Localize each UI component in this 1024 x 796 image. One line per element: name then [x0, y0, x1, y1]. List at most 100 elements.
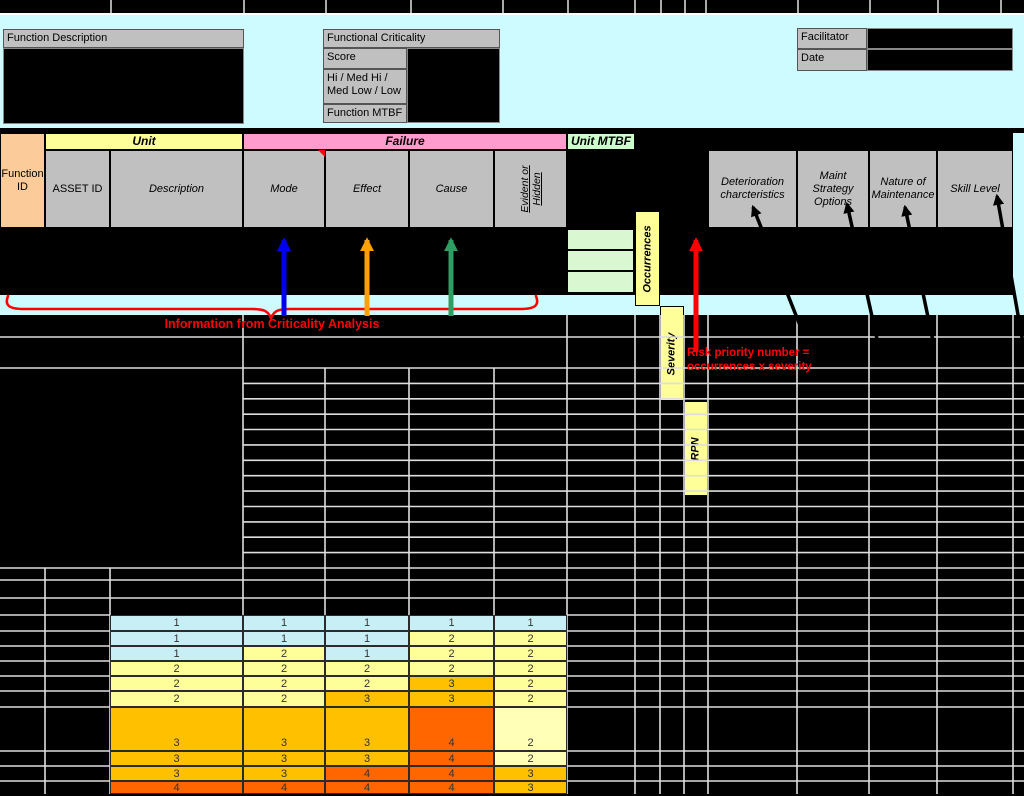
- top-strip-separator: [869, 0, 871, 13]
- risk-matrix-cell[interactable]: 1: [110, 615, 243, 631]
- risk-matrix-cell[interactable]: 3: [325, 751, 409, 766]
- top-strip-separator: [110, 0, 112, 13]
- risk-matrix-cell[interactable]: 3: [325, 691, 409, 707]
- date-label: Date: [797, 49, 867, 71]
- risk-matrix-cell[interactable]: 1: [325, 615, 409, 631]
- risk-matrix-cell[interactable]: 3: [494, 781, 567, 794]
- rpn-note-line1: Risk priority number =: [687, 347, 810, 359]
- column-header-skill-level: Skill Level: [937, 150, 1013, 228]
- column-header-asset-id: ASSET ID: [45, 150, 110, 228]
- column-header-function-id: Function ID: [0, 133, 45, 228]
- risk-matrix-cell[interactable]: 3: [494, 766, 567, 781]
- top-strip-separator: [797, 0, 799, 13]
- risk-matrix-cell[interactable]: 2: [243, 676, 325, 691]
- column-header-maint-strategy: Maint Strategy Options: [797, 150, 869, 228]
- risk-matrix-cell[interactable]: 2: [243, 646, 325, 661]
- risk-matrix-cell[interactable]: 4: [243, 781, 325, 794]
- top-strip-separator: [634, 0, 636, 13]
- top-redacted-strip: [0, 0, 1024, 13]
- risk-matrix-cell[interactable]: 2: [243, 661, 325, 676]
- risk-matrix-cell[interactable]: 2: [325, 676, 409, 691]
- function-description-label: Function Description: [3, 29, 244, 48]
- top-strip-separator: [1000, 0, 1002, 13]
- risk-matrix-cell[interactable]: 3: [409, 676, 494, 691]
- risk-matrix-cell[interactable]: 3: [243, 766, 325, 781]
- top-strip-separator: [502, 0, 504, 13]
- column-header-deterioration: Deterioration charcteristics: [708, 150, 797, 228]
- rpn-note: Risk priority number = occurrences x sev…: [687, 346, 897, 374]
- column-header-mode: Mode: [243, 150, 325, 228]
- top-strip-separator: [937, 0, 939, 13]
- top-strip-separator: [325, 0, 327, 13]
- risk-matrix-cell[interactable]: 3: [110, 751, 243, 766]
- risk-matrix-cell[interactable]: 2: [243, 691, 325, 707]
- top-strip-separator: [660, 0, 662, 13]
- risk-matrix-cell[interactable]: 2: [110, 691, 243, 707]
- risk-matrix-cell[interactable]: 4: [325, 766, 409, 781]
- column-header-severity: Severity: [660, 306, 684, 401]
- risk-matrix-cell[interactable]: 2: [409, 661, 494, 676]
- functional-criticality-value[interactable]: [407, 48, 500, 123]
- risk-matrix-cell[interactable]: 1: [243, 631, 325, 646]
- risk-matrix-cell[interactable]: 1: [494, 615, 567, 631]
- risk-matrix-cell[interactable]: 3: [243, 707, 325, 751]
- function-mtbf-label: Function MTBF: [323, 104, 407, 123]
- risk-matrix-cell[interactable]: 2: [494, 691, 567, 707]
- risk-matrix-cell[interactable]: 1: [243, 615, 325, 631]
- risk-matrix-cell[interactable]: 2: [409, 646, 494, 661]
- column-header-evident-hidden: Evident or Hidden: [494, 150, 567, 228]
- risk-matrix-cell[interactable]: 4: [409, 707, 494, 751]
- risk-matrix-cell[interactable]: 2: [494, 707, 567, 751]
- risk-matrix-cell[interactable]: 1: [325, 631, 409, 646]
- risk-matrix-cell[interactable]: 4: [325, 781, 409, 794]
- risk-matrix-cell[interactable]: 2: [494, 661, 567, 676]
- functional-criticality-label: Functional Criticality: [323, 29, 500, 48]
- criticality-note: Information from Criticality Analysis: [164, 317, 380, 331]
- function-description-value[interactable]: [3, 48, 244, 124]
- group-header-unit-mtbf: Unit MTBF: [567, 133, 635, 150]
- column-header-rpn: RPN: [684, 401, 708, 496]
- top-strip-separator: [243, 0, 245, 13]
- unit-mtbf-cell[interactable]: [568, 230, 633, 249]
- risk-matrix-cell[interactable]: 3: [110, 707, 243, 751]
- sheet-margin: [1013, 133, 1024, 315]
- risk-matrix-cell[interactable]: 2: [325, 661, 409, 676]
- facilitator-label: Facilitator: [797, 28, 867, 49]
- unit-mtbf-cell[interactable]: [568, 251, 633, 270]
- facilitator-value[interactable]: [867, 28, 1013, 49]
- date-value[interactable]: [867, 49, 1013, 71]
- top-strip-separator: [410, 0, 412, 13]
- risk-matrix-cell[interactable]: 3: [243, 751, 325, 766]
- group-header-unit: Unit: [45, 133, 243, 150]
- divider: [0, 13, 1024, 15]
- risk-matrix-cell[interactable]: 2: [110, 676, 243, 691]
- risk-matrix-cell[interactable]: 1: [409, 615, 494, 631]
- risk-matrix-cell[interactable]: 2: [494, 646, 567, 661]
- risk-matrix-cell[interactable]: 1: [110, 646, 243, 661]
- risk-matrix-cell[interactable]: 4: [409, 751, 494, 766]
- risk-matrix-cell[interactable]: 1: [110, 631, 243, 646]
- risk-matrix-cell[interactable]: 4: [409, 766, 494, 781]
- risk-matrix-cell[interactable]: 2: [494, 751, 567, 766]
- risk-matrix-cell[interactable]: 4: [409, 781, 494, 794]
- risk-matrix-cell[interactable]: 1: [325, 646, 409, 661]
- risk-matrix-cell[interactable]: 4: [110, 781, 243, 794]
- risk-matrix-cell[interactable]: 2: [409, 631, 494, 646]
- unit-mtbf-cell[interactable]: [568, 272, 633, 292]
- risk-matrix-cell[interactable]: 3: [409, 691, 494, 707]
- group-header-failure: Failure: [243, 133, 567, 150]
- risk-matrix-cell[interactable]: 2: [110, 661, 243, 676]
- top-strip-separator: [684, 0, 686, 13]
- column-header-occurrences: Occurrences: [635, 211, 660, 306]
- sheet-band: [0, 295, 1024, 315]
- risk-matrix-cell[interactable]: 3: [325, 707, 409, 751]
- risk-matrix-cell[interactable]: 2: [494, 631, 567, 646]
- risk-matrix-cell[interactable]: 3: [110, 766, 243, 781]
- risk-matrix-cell[interactable]: 2: [494, 676, 567, 691]
- column-header-nature-of-maintenance: Nature of Maintenance: [869, 150, 937, 228]
- column-header-description: Description: [110, 150, 243, 228]
- criticality-rating-label: Hi / Med Hi / Med Low / Low: [323, 69, 407, 104]
- rpn-note-line2: occurrences x severity: [687, 361, 812, 373]
